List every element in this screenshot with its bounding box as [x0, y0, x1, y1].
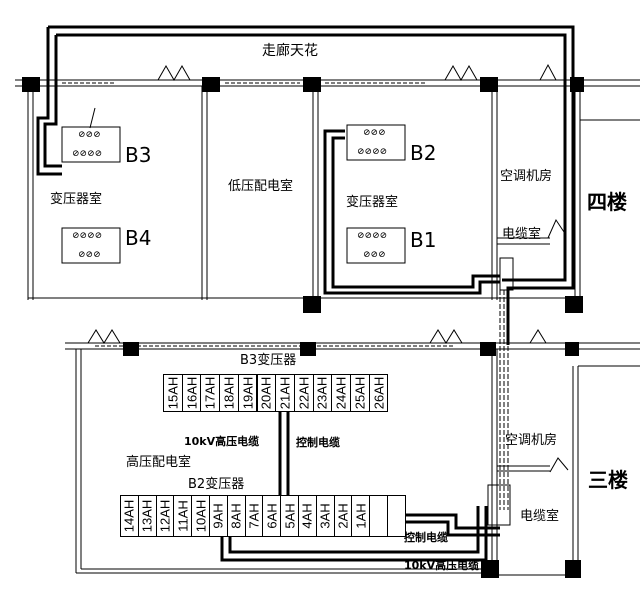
- switchgear-cell: 7AH: [244, 495, 264, 537]
- switchgear-cell: 17AH: [200, 374, 221, 412]
- cable-label-ctrl-lower: 控制电缆: [404, 531, 448, 544]
- switchgear-cell: 5AH: [280, 495, 299, 537]
- transformer-b4-box: [61, 227, 121, 264]
- switchgear-cell-label: 17AH: [202, 376, 218, 410]
- cable-label-hv-upper: 10kV高压电缆: [184, 435, 260, 448]
- b3-panel-title: B3变压器: [240, 353, 297, 368]
- switchgear-cell-label: 4AH: [299, 503, 315, 529]
- switchgear-cell-label: 26AH: [371, 376, 387, 410]
- switchgear-cell-label: 24AH: [333, 376, 349, 410]
- transformer-b1-box: [346, 227, 406, 264]
- switchgear-cell: 12AH: [155, 495, 175, 537]
- switchgear-cell-label: 2AH: [335, 503, 351, 529]
- transformer-label-b4: B4: [125, 226, 152, 250]
- switchgear-cell: 18AH: [219, 374, 239, 412]
- switchgear-cell-label: 7AH: [246, 503, 262, 529]
- svg-text:⊘⊘⊘⊘: ⊘⊘⊘⊘: [357, 231, 387, 241]
- svg-text:⊘⊘⊘: ⊘⊘⊘: [78, 130, 101, 140]
- switchgear-cell-label: 9AH: [210, 503, 226, 529]
- transformer-b2-box: [346, 124, 406, 161]
- switchgear-cell-label: 21AH: [277, 376, 293, 410]
- switchgear-cell: 21AH: [275, 374, 295, 412]
- switchgear-cell: [369, 495, 388, 537]
- switchgear-cell-label: 6AH: [264, 503, 280, 529]
- switchgear-cell-label: 16AH: [184, 376, 200, 410]
- switchgear-cell: 23AH: [312, 374, 333, 412]
- floor3-cables: [220, 412, 500, 562]
- switchgear-cell: 24AH: [331, 374, 351, 412]
- switchgear-cell-label: 23AH: [314, 376, 330, 410]
- switchgear-cell: 26AH: [368, 374, 389, 412]
- switchgear-cell: 25AH: [350, 374, 370, 412]
- svg-text:⊘⊘⊘: ⊘⊘⊘: [78, 250, 101, 260]
- switchgear-cell: [387, 495, 406, 537]
- svg-text:⊘⊘⊘⊘: ⊘⊘⊘⊘: [72, 149, 102, 159]
- transformer-symbols: ⊘⊘⊘⊘⊘⊘⊘ ⊘⊘⊘⊘⊘⊘⊘ ⊘⊘⊘⊘⊘⊘⊘ ⊘⊘⊘⊘⊘⊘⊘: [72, 128, 387, 260]
- room-label-cable-room-3f: 电缆室: [520, 509, 560, 524]
- switchgear-cell: 16AH: [181, 374, 202, 412]
- switchgear-cell-label: 25AH: [352, 376, 368, 410]
- cable-label-hv-lower: 10kV高压电缆: [404, 559, 480, 572]
- room-label-transformer-right: 变压器室: [346, 195, 399, 210]
- switchgear-cell-label: 1AH: [353, 503, 369, 529]
- switchgear-cell: 4AH: [298, 495, 317, 537]
- switchgear-cell-label: 8AH: [228, 503, 244, 529]
- svg-text:⊘⊘⊘⊘: ⊘⊘⊘⊘: [72, 231, 102, 241]
- switchgear-cell: 2AH: [333, 495, 353, 537]
- switchgear-cell: 6AH: [262, 495, 282, 537]
- switchgear-cell: 9AH: [209, 495, 228, 537]
- switchgear-cell: 11AH: [173, 495, 193, 537]
- floor-label-4: 四楼: [587, 190, 627, 214]
- switchgear-cell-label: 5AH: [282, 503, 298, 529]
- switchgear-cell: 3AH: [315, 495, 335, 537]
- b2-panel-title: B2变压器: [188, 477, 245, 492]
- switchgear-cell: 14AH: [120, 495, 139, 537]
- cable-shaft: [487, 257, 514, 526]
- transformer-b3-box: [61, 126, 121, 163]
- switchgear-cell-label: 20AH: [258, 376, 274, 410]
- switchgear-cell-label: 11AH: [175, 500, 191, 532]
- svg-text:⊘⊘⊘: ⊘⊘⊘: [363, 128, 386, 138]
- switchgear-cell: 1AH: [351, 495, 371, 537]
- room-label-ac-room-4f: 空调机房: [500, 169, 553, 184]
- room-label-ac-room-3f: 空调机房: [505, 433, 558, 448]
- transformer-label-b2: B2: [410, 141, 437, 165]
- room-label-cable-room-4f: 电缆室: [502, 227, 542, 242]
- room-label-high-voltage: 高压配电室: [126, 455, 192, 470]
- switchgear-cell: 19AH: [237, 374, 258, 412]
- switchgear-cell-label: 3AH: [317, 503, 333, 529]
- switchgear-cell-label: 19AH: [240, 376, 256, 410]
- switchgear-cell-label: 22AH: [296, 376, 312, 410]
- transformer-label-b1: B1: [410, 228, 437, 252]
- switchgear-cell: 15AH: [163, 374, 183, 412]
- floor-label-3: 三楼: [588, 468, 628, 492]
- svg-text:⊘⊘⊘⊘: ⊘⊘⊘⊘: [357, 147, 387, 157]
- switchgear-cell: 8AH: [226, 495, 246, 537]
- cable-label-ctrl-upper: 控制电缆: [296, 436, 340, 449]
- corridor-label: 走廊天花: [262, 43, 318, 59]
- floor4-walls: [15, 79, 640, 300]
- svg-text:⊘⊘⊘: ⊘⊘⊘: [363, 250, 386, 260]
- switchgear-cell-label: 14AH: [121, 499, 137, 533]
- floor3-walls: [65, 342, 640, 578]
- room-label-transformer-left: 变压器室: [50, 192, 103, 207]
- switchgear-cell: 22AH: [293, 374, 314, 412]
- room-label-low-voltage: 低压配电室: [228, 179, 294, 194]
- transformer-label-b3: B3: [125, 143, 152, 167]
- switchgear-cell-label: 18AH: [221, 376, 237, 410]
- switchgear-cell-label: 15AH: [165, 376, 181, 410]
- switchgear-cell-label: 12AH: [157, 499, 173, 533]
- switchgear-cell-label: 10AH: [193, 499, 209, 533]
- switchgear-cell: 13AH: [137, 495, 157, 537]
- switchgear-cell: 10AH: [191, 495, 210, 537]
- switchgear-cell-label: 13AH: [139, 499, 155, 533]
- switchgear-cell: 20AH: [256, 374, 277, 412]
